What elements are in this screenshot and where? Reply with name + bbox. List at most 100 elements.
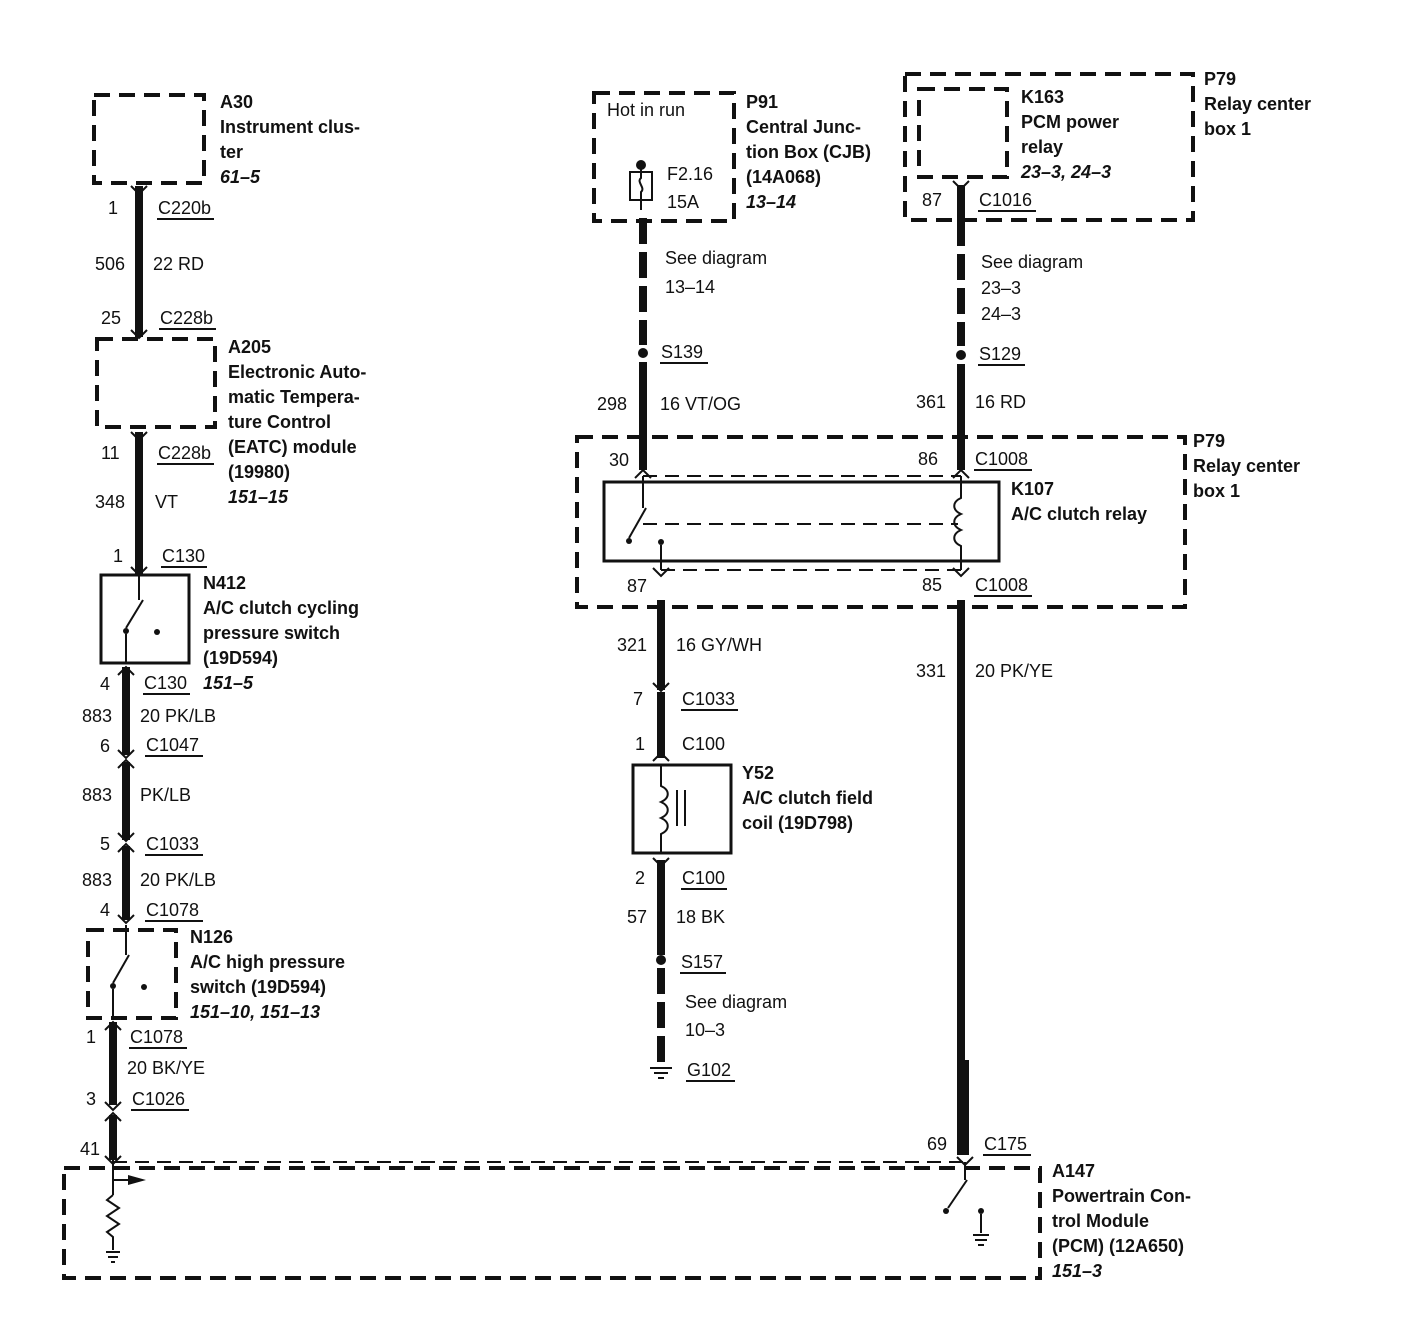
w361-circuit: 361 <box>916 392 946 412</box>
c130-top-label: C130 <box>162 546 205 566</box>
c1033-label: C1033 <box>146 834 199 854</box>
svg-text:Y52: Y52 <box>742 763 774 783</box>
c1078-top-pin: 4 <box>100 900 110 920</box>
c1078-top-label: C1078 <box>146 900 199 920</box>
c228b-top-label: C228b <box>160 308 213 328</box>
see-diagram-2-line2: 10–3 <box>685 1020 725 1040</box>
p79-top-relay-center-box: P79 Relay center box 1 <box>903 69 1311 222</box>
svg-text:151–5: 151–5 <box>203 673 254 693</box>
w331-color: 20 PK/YE <box>975 661 1053 681</box>
a30-instrument-cluster: A30 Instrument clus- ter 61–5 <box>92 92 360 187</box>
svg-text:K107: K107 <box>1011 479 1054 499</box>
see-diagram-r-line2: 23–3 <box>981 278 1021 298</box>
svg-text:box 1: box 1 <box>1204 119 1251 139</box>
c130-bot-label: C130 <box>144 673 187 693</box>
c1008-top-label: C1008 <box>975 449 1028 469</box>
svg-text:switch (19D594): switch (19D594) <box>190 977 326 997</box>
c1016-label: C1016 <box>979 190 1032 210</box>
svg-text:(PCM) (12A650): (PCM) (12A650) <box>1052 1236 1184 1256</box>
svg-text:(EATC) module: (EATC) module <box>228 437 357 457</box>
a147-powertrain-control-module: A147 Powertrain Con- trol Module (PCM) (… <box>62 1160 1191 1281</box>
g102-label: G102 <box>687 1060 731 1080</box>
svg-text:relay: relay <box>1021 137 1063 157</box>
c1047-pin: 6 <box>100 736 110 756</box>
w506-color: 22 RD <box>153 254 204 274</box>
see-diagram-2-line1: See diagram <box>685 992 787 1012</box>
see-diagram-r-line3: 24–3 <box>981 304 1021 324</box>
s129-splice <box>956 350 966 360</box>
w298-circuit: 298 <box>597 394 627 414</box>
w883a-circuit: 883 <box>82 706 112 726</box>
c1026-arrow-down <box>104 1101 122 1112</box>
c1047-arrow-down <box>117 749 135 760</box>
c228b-bot-pin: 11 <box>101 443 120 463</box>
svg-text:pressure switch: pressure switch <box>203 623 340 643</box>
p91-central-junction-box: Hot in run F2.16 15A P91 Central Junc- t… <box>592 91 871 223</box>
svg-text:(19980): (19980) <box>228 462 290 482</box>
c1078-top-arrow <box>117 914 135 925</box>
c1078-bot-label: C1078 <box>130 1027 183 1047</box>
c175-label: C175 <box>984 1134 1027 1154</box>
svg-text:N126: N126 <box>190 927 233 947</box>
w321-circuit: 321 <box>617 635 647 655</box>
svg-text:15A: 15A <box>667 192 699 212</box>
w506-circuit: 506 <box>95 254 125 274</box>
c1033-pin: 5 <box>100 834 110 854</box>
c100-top-label: C100 <box>682 734 725 754</box>
svg-text:A/C clutch cycling: A/C clutch cycling <box>203 598 359 618</box>
c1008-bot-pin: 85 <box>922 575 942 595</box>
w361-color: 16 RD <box>975 392 1026 412</box>
svg-text:ter: ter <box>220 142 243 162</box>
pin-87: 87 <box>627 576 647 596</box>
c1078-bot-pin: 1 <box>86 1027 96 1047</box>
svg-text:F2.16: F2.16 <box>667 164 713 184</box>
svg-text:151–15: 151–15 <box>228 487 289 507</box>
svg-text:151–10, 151–13: 151–10, 151–13 <box>190 1002 320 1022</box>
svg-text:ture Control: ture Control <box>228 412 331 432</box>
c1026-arrow-up <box>104 1111 122 1122</box>
w883b-circuit: 883 <box>82 785 112 805</box>
svg-text:K163: K163 <box>1021 87 1064 107</box>
k107-ac-clutch-relay: K107 A/C clutch relay <box>602 476 1147 570</box>
c1033-mid-pin: 7 <box>633 689 643 709</box>
svg-text:P79: P79 <box>1204 69 1236 89</box>
c228b-top-pin: 25 <box>101 308 121 328</box>
c228b-bot-label: C228b <box>158 443 211 463</box>
s139-splice <box>638 348 648 358</box>
svg-text:box 1: box 1 <box>1193 481 1240 501</box>
w57-color: 18 BK <box>676 907 725 927</box>
c100-top-arrow <box>652 751 670 762</box>
svg-text:13–14: 13–14 <box>746 192 796 212</box>
s157-label: S157 <box>681 952 723 972</box>
c1026-pin: 3 <box>86 1089 96 1109</box>
c228b-top-arrow <box>130 329 148 340</box>
svg-text:Central Junc-: Central Junc- <box>746 117 861 137</box>
svg-text:matic Tempera-: matic Tempera- <box>228 387 360 407</box>
s139-label: S139 <box>661 342 703 362</box>
svg-text:tion Box (CJB): tion Box (CJB) <box>746 142 871 162</box>
svg-text:PCM power: PCM power <box>1021 112 1119 132</box>
c1047-label: C1047 <box>146 735 199 755</box>
c220b-pin: 1 <box>108 198 118 218</box>
pin87-arrow <box>652 567 670 578</box>
c1033-arrow-down <box>117 832 135 843</box>
svg-text:23–3, 24–3: 23–3, 24–3 <box>1020 162 1111 182</box>
pin-30: 30 <box>609 450 629 470</box>
pin85-arrow <box>952 567 970 578</box>
c1026-label: C1026 <box>132 1089 185 1109</box>
w883a-color: 20 PK/LB <box>140 706 216 726</box>
w883c-circuit: 883 <box>82 870 112 890</box>
c130-bot-pin: 4 <box>100 674 110 694</box>
s157-splice <box>656 955 666 965</box>
svg-text:Electronic Auto-: Electronic Auto- <box>228 362 366 382</box>
n412-cycling-pressure-switch: N412 A/C clutch cycling pressure switch … <box>99 573 359 693</box>
svg-text:A/C high pressure: A/C high pressure <box>190 952 345 972</box>
c1033-mid-arrow <box>652 682 670 693</box>
svg-text:P79: P79 <box>1193 431 1225 451</box>
s129-label: S129 <box>979 344 1021 364</box>
c1047-arrow-up <box>117 758 135 769</box>
svg-text:Instrument clus-: Instrument clus- <box>220 117 360 137</box>
svg-text:151–3: 151–3 <box>1052 1261 1102 1281</box>
